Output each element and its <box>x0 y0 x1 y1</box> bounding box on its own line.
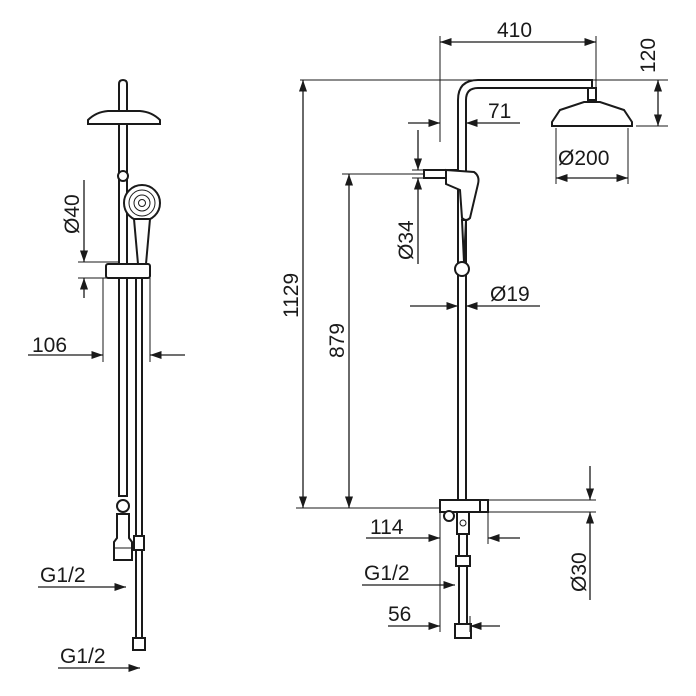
dim-mixer-diameter: Ø34 <box>395 130 424 264</box>
thread-right-label: G1/2 <box>364 562 410 585</box>
thread-lower-left-label: G1/2 <box>60 645 106 668</box>
wall-distance-label: 106 <box>32 334 67 357</box>
hose-end <box>132 637 146 651</box>
width-label: 410 <box>497 19 532 42</box>
dim-head-height: 120 <box>300 38 668 127</box>
hand-shower-front <box>445 168 480 221</box>
bar-end <box>479 499 489 513</box>
head-diameter-label: Ø200 <box>558 147 609 170</box>
dim-spacing-114: 114 <box>366 512 520 544</box>
mixer-diameter-label: Ø34 <box>395 220 418 260</box>
dim-thread-lower-left: G1/2 <box>58 645 140 673</box>
dim-width: 410 <box>439 19 597 142</box>
riser-pipe-side <box>118 123 128 497</box>
lower-hose-clip <box>455 555 471 567</box>
front-view <box>420 79 633 639</box>
valve-knob-front <box>443 510 455 522</box>
dim-pipe-diameter: Ø19 <box>410 283 540 311</box>
hand-shower-side <box>123 184 161 265</box>
spacing-56-label: 56 <box>388 603 411 626</box>
dim-thread-upper-left: G1/2 <box>38 564 126 592</box>
head-shower-front <box>551 101 633 127</box>
hand-shower-hose-front <box>460 219 468 263</box>
side-view <box>87 78 161 651</box>
head-shower-side <box>87 110 161 125</box>
riser-knob-side <box>117 170 129 182</box>
arm-connector <box>587 87 597 101</box>
dim-offset: 71 <box>408 100 520 128</box>
top-cap <box>118 78 128 113</box>
handshower-diameter-label: Ø40 <box>61 194 84 234</box>
slider-holder-side <box>105 263 151 279</box>
bottom-knob-side <box>116 499 130 513</box>
bar-diameter-label: Ø30 <box>568 552 591 592</box>
dim-handshower-diameter: Ø40 <box>61 180 118 298</box>
riser-knob-front <box>454 261 470 277</box>
valve-body-front <box>456 511 470 535</box>
hose-side <box>135 277 143 639</box>
offset-label: 71 <box>488 100 511 123</box>
thread-upper-left-label: G1/2 <box>40 564 86 587</box>
dim-total-height: 1129 <box>280 80 420 509</box>
mixer-height-label: 879 <box>326 323 349 358</box>
hose-clip <box>133 535 145 551</box>
spacing-114-label: 114 <box>370 516 404 539</box>
total-height-label: 1129 <box>280 273 303 318</box>
dim-head-diameter: Ø200 <box>555 128 629 184</box>
pipe-diameter-label: Ø19 <box>490 283 530 306</box>
lower-hose-front <box>458 533 468 625</box>
dim-mixer-height: 879 <box>326 173 424 508</box>
dim-bar-diameter: Ø30 <box>488 466 596 600</box>
dim-thread-right: G1/2 <box>362 562 455 590</box>
dim-wall-distance: 106 <box>28 278 185 362</box>
lower-hose-end <box>454 623 472 639</box>
bottom-bar <box>439 499 481 513</box>
dim-spacing-56: 56 <box>388 540 500 632</box>
head-height-label: 120 <box>637 38 660 73</box>
connection-fitting-side <box>113 513 133 561</box>
